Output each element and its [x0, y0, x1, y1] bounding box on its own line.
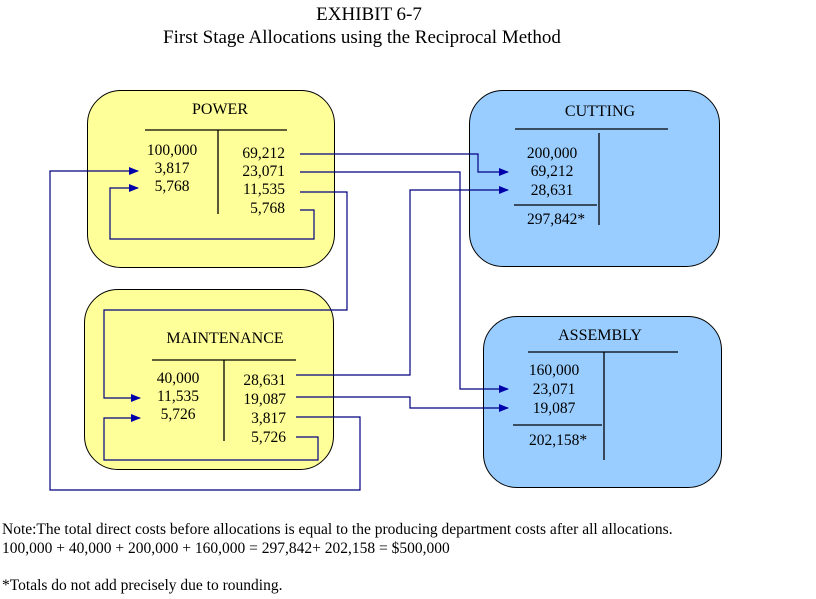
- power-debit-2: 3,817: [154, 160, 190, 177]
- maintenance-credit-4: 5,726: [251, 429, 286, 446]
- power-debit-1: 100,000: [146, 142, 198, 159]
- assembly-total: 202,158*: [528, 432, 588, 449]
- assembly-debit-3: 19,087: [532, 400, 576, 417]
- note-line-1: Note:The total direct costs before alloc…: [2, 521, 673, 538]
- assembly-department-name: ASSEMBLY: [558, 327, 642, 344]
- cutting-debit-1: 200,000: [526, 145, 578, 162]
- arrow-maintenance-to-power: [49, 167, 361, 491]
- arrow-maintenance-to-cutting: [296, 186, 509, 376]
- maintenance-debit-2: 11,535: [156, 388, 200, 405]
- power-credit-4: 5,768: [250, 200, 285, 217]
- cutting-department-name: CUTTING: [564, 103, 636, 120]
- cutting-department-box: [469, 90, 720, 267]
- cutting-total: 297,842*: [526, 211, 586, 228]
- arrow-power-self: [109, 184, 315, 240]
- maintenance-debit-3: 5,726: [160, 406, 196, 423]
- arrow-power-to-maintenance: [103, 191, 348, 402]
- assembly-department-box: [483, 316, 722, 488]
- power-credit-1: 69,212: [242, 145, 285, 162]
- note-line-2: 100,000 + 40,000 + 200,000 + 160,000 = 2…: [2, 540, 450, 557]
- assembly-debit-2: 23,071: [532, 381, 576, 398]
- power-credit-2: 23,071: [242, 163, 285, 180]
- power-credit-3: 11,535: [242, 181, 285, 198]
- note-line-3: *Totals do not add precisely due to roun…: [2, 577, 283, 594]
- maintenance-credit-3: 3,817: [251, 410, 286, 427]
- arrow-power-to-cutting: [300, 153, 509, 176]
- power-debit-3: 5,768: [154, 178, 190, 195]
- maintenance-department-name: MAINTENANCE: [166, 330, 284, 347]
- power-department-box: [87, 90, 335, 268]
- exhibit-title: EXHIBIT 6-7: [316, 4, 422, 25]
- maintenance-department-box: [84, 289, 334, 470]
- arrow-maintenance-self: [103, 414, 319, 461]
- maintenance-credit-1: 28,631: [243, 372, 286, 389]
- maintenance-debit-1: 40,000: [156, 370, 200, 387]
- arrow-maintenance-to-assembly: [296, 396, 509, 412]
- maintenance-credit-2: 19,087: [243, 391, 286, 408]
- cutting-debit-3: 28,631: [530, 182, 574, 199]
- cutting-debit-2: 69,212: [530, 163, 574, 180]
- arrow-power-to-assembly: [300, 171, 509, 393]
- exhibit-subtitle: First Stage Allocations using the Recipr…: [163, 27, 561, 48]
- power-department-name: POWER: [192, 101, 248, 118]
- assembly-debit-1: 160,000: [528, 362, 580, 379]
